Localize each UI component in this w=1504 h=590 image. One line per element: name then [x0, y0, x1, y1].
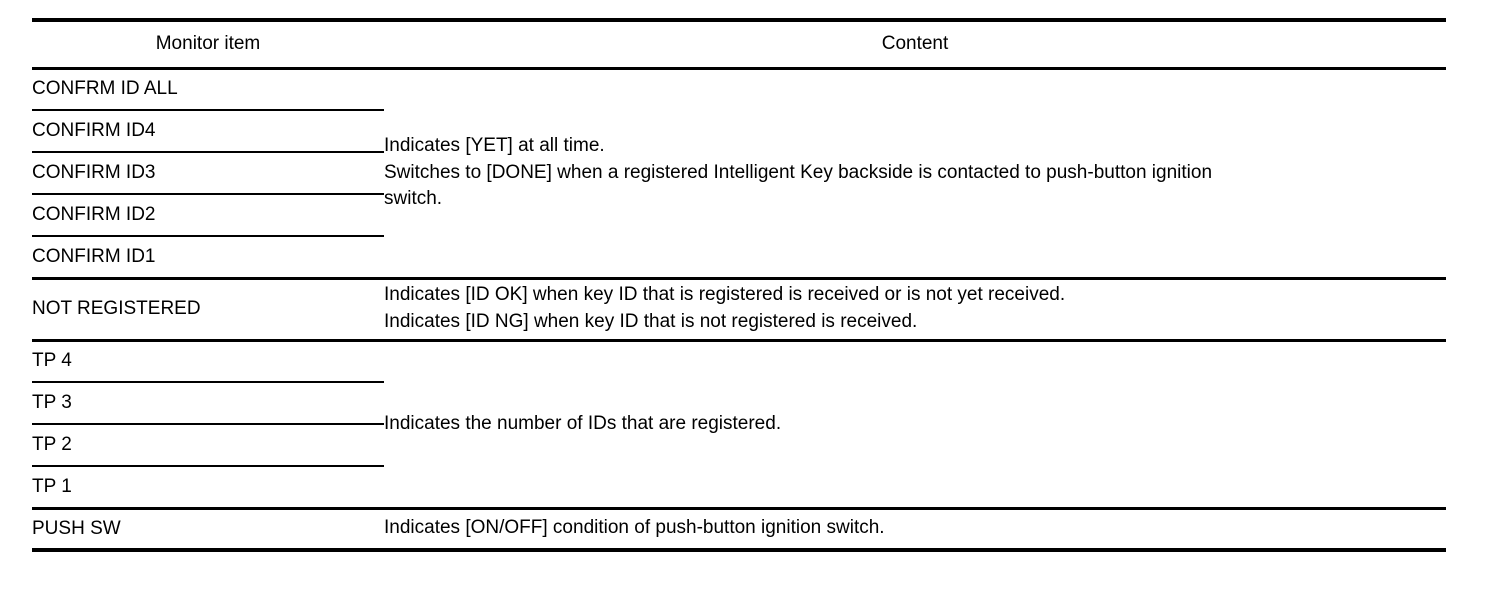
row-item-label: PUSH SW [32, 517, 121, 539]
table-row: TP 1 [32, 465, 1446, 508]
content-line: Indicates [ID NG] when key ID that is no… [384, 311, 918, 332]
table-row: CONFIRM ID3 [32, 151, 1446, 194]
row-item-label: CONFRM ID ALL [32, 78, 178, 100]
table-row: TP 4 Indicates the number of IDs that ar… [32, 338, 1446, 508]
row-item-label: NOT REGISTERED [32, 298, 201, 319]
table-row: TP 2 [32, 423, 1446, 466]
row-item-label: TP 1 [32, 475, 72, 497]
row-item-tp-1: TP 1 [32, 465, 384, 508]
row-item-label: CONFIRM ID4 [32, 120, 156, 141]
row-item-confirm-id-all: CONFRM ID ALL [32, 66, 384, 110]
row-item-not-registered: NOT REGISTERED [32, 276, 384, 340]
content-line: Indicates [ON/OFF] condition of push-but… [384, 517, 885, 539]
column-header-content-label: Content [881, 33, 949, 55]
row-item-confirm-id4: CONFIRM ID4 [32, 109, 384, 152]
table-row: PUSH SW Indicates [ON/OFF] condition of … [32, 506, 1446, 552]
row-item-confirm-id1: CONFIRM ID1 [32, 235, 384, 278]
row-item-label: TP 4 [32, 350, 72, 372]
row-content-confirm-id: Indicates [YET] at all time. Switches to… [384, 66, 1446, 278]
table-row: TP 3 [32, 381, 1446, 424]
row-content-push-sw: Indicates [ON/OFF] condition of push-but… [384, 506, 1446, 552]
row-item-push-sw: PUSH SW [32, 506, 384, 552]
row-content-tp: Indicates the number of IDs that are reg… [384, 338, 1446, 508]
row-item-tp-3: TP 3 [32, 381, 384, 424]
table-row: CONFIRM ID1 [32, 235, 1446, 278]
table-row: CONFIRM ID4 [32, 109, 1446, 152]
row-item-label: CONFIRM ID3 [32, 162, 156, 183]
row-item-confirm-id3: CONFIRM ID3 [32, 151, 384, 194]
row-item-tp-2: TP 2 [32, 423, 384, 466]
row-item-label: CONFIRM ID2 [32, 204, 156, 225]
row-item-label: TP 2 [32, 434, 72, 455]
row-content-not-registered: Indicates [ID OK] when key ID that is re… [384, 276, 1446, 340]
row-item-label: CONFIRM ID1 [32, 245, 156, 267]
content-line: Indicates [ID OK] when key ID that is re… [384, 284, 1066, 306]
table-row: NOT REGISTERED Indicates [ID OK] when ke… [32, 276, 1446, 340]
table-row: CONFIRM ID2 [32, 193, 1446, 236]
table-header-row: Monitor item Content [32, 18, 1446, 68]
row-item-confirm-id2: CONFIRM ID2 [32, 193, 384, 236]
column-header-monitor-item: Monitor item [32, 18, 384, 68]
row-item-label: TP 3 [32, 392, 72, 413]
monitor-item-table: Monitor item Content CONFRM ID ALL Indic… [32, 18, 1446, 552]
content-line: Indicates the number of IDs that are reg… [384, 412, 782, 434]
table-row: CONFRM ID ALL Indicates [YET] at all tim… [32, 66, 1446, 278]
content-line: Switches to [DONE] when a registered Int… [384, 161, 1213, 183]
column-header-content: Content [384, 18, 1446, 68]
row-item-tp-4: TP 4 [32, 338, 384, 382]
content-line: Indicates [YET] at all time. [384, 134, 605, 156]
content-line: switch. [384, 188, 443, 210]
column-header-monitor-item-label: Monitor item [155, 33, 261, 55]
